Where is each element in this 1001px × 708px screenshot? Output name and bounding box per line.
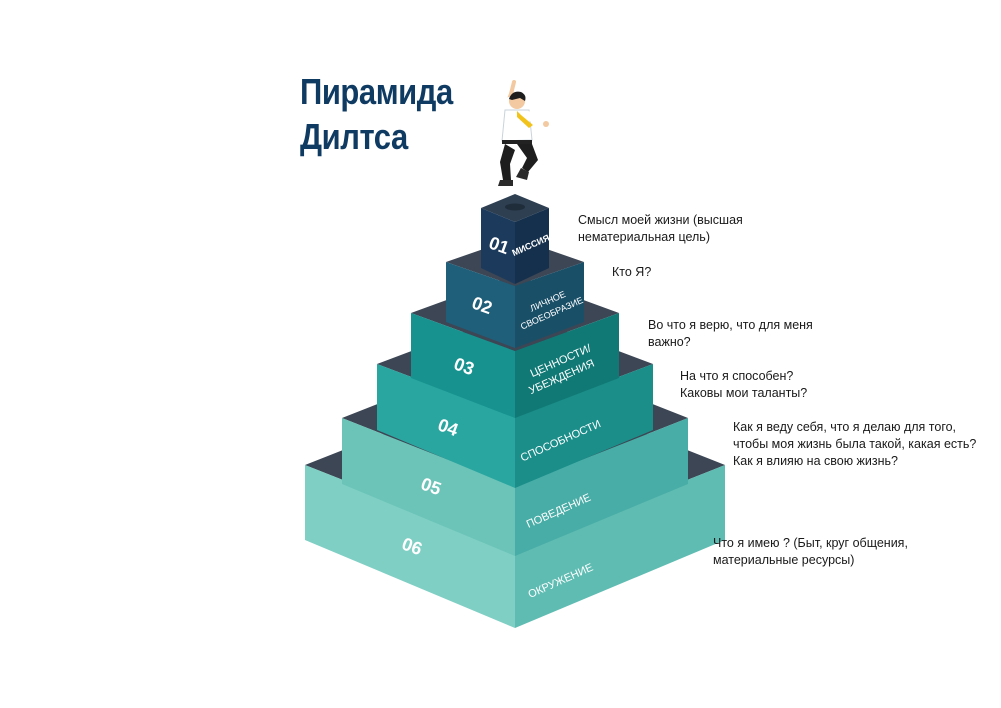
description-line: Кто Я?	[612, 265, 652, 279]
description-line: На что я способен?	[680, 369, 794, 383]
description-line: Как я веду себя, что я делаю для того,	[733, 420, 957, 434]
description-line: нематериальная цель)	[578, 230, 710, 244]
description-line: Как я влияю на свою жизнь?	[733, 454, 898, 468]
page-title-line-1: Пирамида	[300, 71, 453, 112]
pyramid-level-02	[446, 238, 584, 348]
level-02-description: Кто Я?	[612, 264, 651, 281]
page-title-line-2: Дилтса	[300, 116, 408, 157]
description-line: важно?	[648, 335, 691, 349]
description-line: чтобы моя жизнь была такой, какая есть?	[733, 437, 977, 451]
pyramid-level-01	[481, 194, 549, 284]
description-line: материальные ресурсы)	[713, 553, 855, 567]
description-line: Что я имею ? (Быт, круг общения,	[713, 536, 908, 550]
level-03-description: Во что я верю, что для меня важно?	[648, 317, 813, 351]
level-05-description: Как я веду себя, что я делаю для того, ч…	[733, 419, 976, 470]
level-04-description: На что я способен? Каковы мои таланты?	[680, 368, 807, 402]
description-line: Смысл моей жизни (высшая	[578, 213, 743, 227]
description-line: Во что я верю, что для меня	[648, 318, 813, 332]
description-line: Каковы мои таланты?	[680, 386, 808, 400]
jumping-person-figure	[498, 80, 549, 186]
level-06-description: Что я имею ? (Быт, круг общения, материа…	[713, 535, 908, 569]
level-01-description: Смысл моей жизни (высшая нематериальная …	[578, 212, 743, 246]
